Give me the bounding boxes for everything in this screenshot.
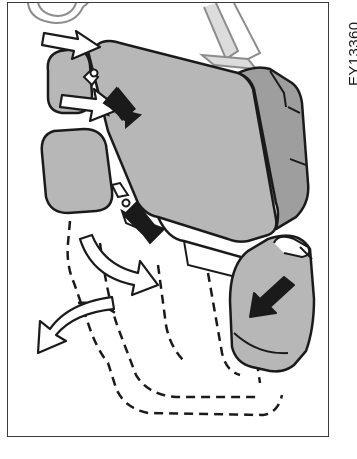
front-headrest-ghost	[28, 3, 88, 23]
front-seat-rail	[202, 3, 260, 69]
illustration-frame	[7, 2, 329, 437]
figure-code: EY13360	[346, 21, 357, 86]
seatback-fold-arrow-icon	[38, 235, 158, 353]
seat-illustration	[8, 3, 328, 436]
